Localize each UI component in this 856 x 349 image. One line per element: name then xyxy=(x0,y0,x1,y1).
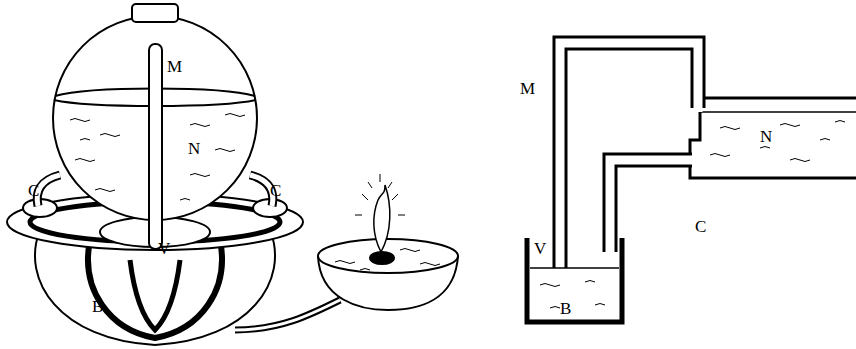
tube xyxy=(37,175,60,206)
vessel xyxy=(690,98,856,178)
flame xyxy=(374,185,390,252)
part-label: M xyxy=(520,80,535,97)
part-label: N xyxy=(760,128,772,145)
water-lines xyxy=(710,121,845,162)
water-lines xyxy=(540,281,605,309)
lamp-bowl xyxy=(318,239,458,273)
rays xyxy=(355,174,405,215)
part-label: M xyxy=(167,58,182,75)
part-label: B xyxy=(560,300,571,317)
tube xyxy=(37,175,60,206)
tube xyxy=(560,43,698,268)
tube xyxy=(250,175,273,206)
water-surface xyxy=(530,267,619,269)
part-label: B xyxy=(92,298,103,315)
reservoir xyxy=(527,238,622,322)
part-label: N xyxy=(188,140,200,157)
pipe xyxy=(235,300,340,330)
part-label: C xyxy=(695,218,706,235)
part-label: V xyxy=(158,240,170,257)
part-label: C xyxy=(28,182,39,199)
base-shading xyxy=(130,260,180,330)
tube xyxy=(560,43,698,270)
tube xyxy=(149,44,162,249)
globe-neck xyxy=(132,4,178,22)
wick xyxy=(370,252,394,264)
part-label: V xyxy=(534,240,546,257)
tube xyxy=(250,175,273,206)
pipe xyxy=(235,300,340,330)
oil-lines xyxy=(335,249,440,271)
part-label: C xyxy=(270,182,281,199)
water-surface xyxy=(700,111,856,113)
base-shading xyxy=(88,240,222,338)
